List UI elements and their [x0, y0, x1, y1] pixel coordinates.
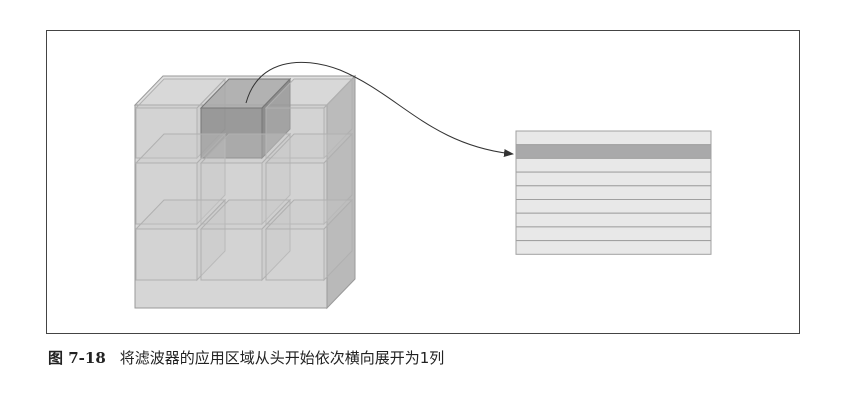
- matrix-row: [515, 199, 712, 214]
- input-volume: [133, 74, 357, 310]
- caption-text: 将滤波器的应用区域从头开始依次横向展开为1列: [119, 349, 445, 367]
- figure-caption: 图 7-18 将滤波器的应用区域从头开始依次横向展开为1列: [48, 347, 444, 368]
- output-matrix: [515, 130, 712, 255]
- matrix-row: [515, 130, 712, 146]
- filter-cell: [135, 107, 198, 159]
- filter-cell: [135, 162, 198, 225]
- figure-frame: [46, 30, 800, 334]
- filter-cell: [265, 107, 325, 159]
- mapping-arrow: [245, 61, 514, 158]
- matrix-row: [515, 240, 712, 255]
- matrix-row: [515, 226, 712, 242]
- matrix-row: [515, 171, 712, 187]
- matrix-row: [515, 157, 712, 173]
- filter-cell: [265, 228, 325, 281]
- matrix-row: [515, 212, 712, 228]
- highlighted-matrix-row: [515, 144, 712, 159]
- matrix-row: [515, 185, 712, 201]
- filter-cell: [200, 228, 263, 281]
- filter-cell: [135, 228, 198, 281]
- caption-number: 图 7-18: [48, 349, 106, 367]
- filter-cell: [265, 162, 325, 225]
- highlighted-filter-cell: [200, 107, 263, 159]
